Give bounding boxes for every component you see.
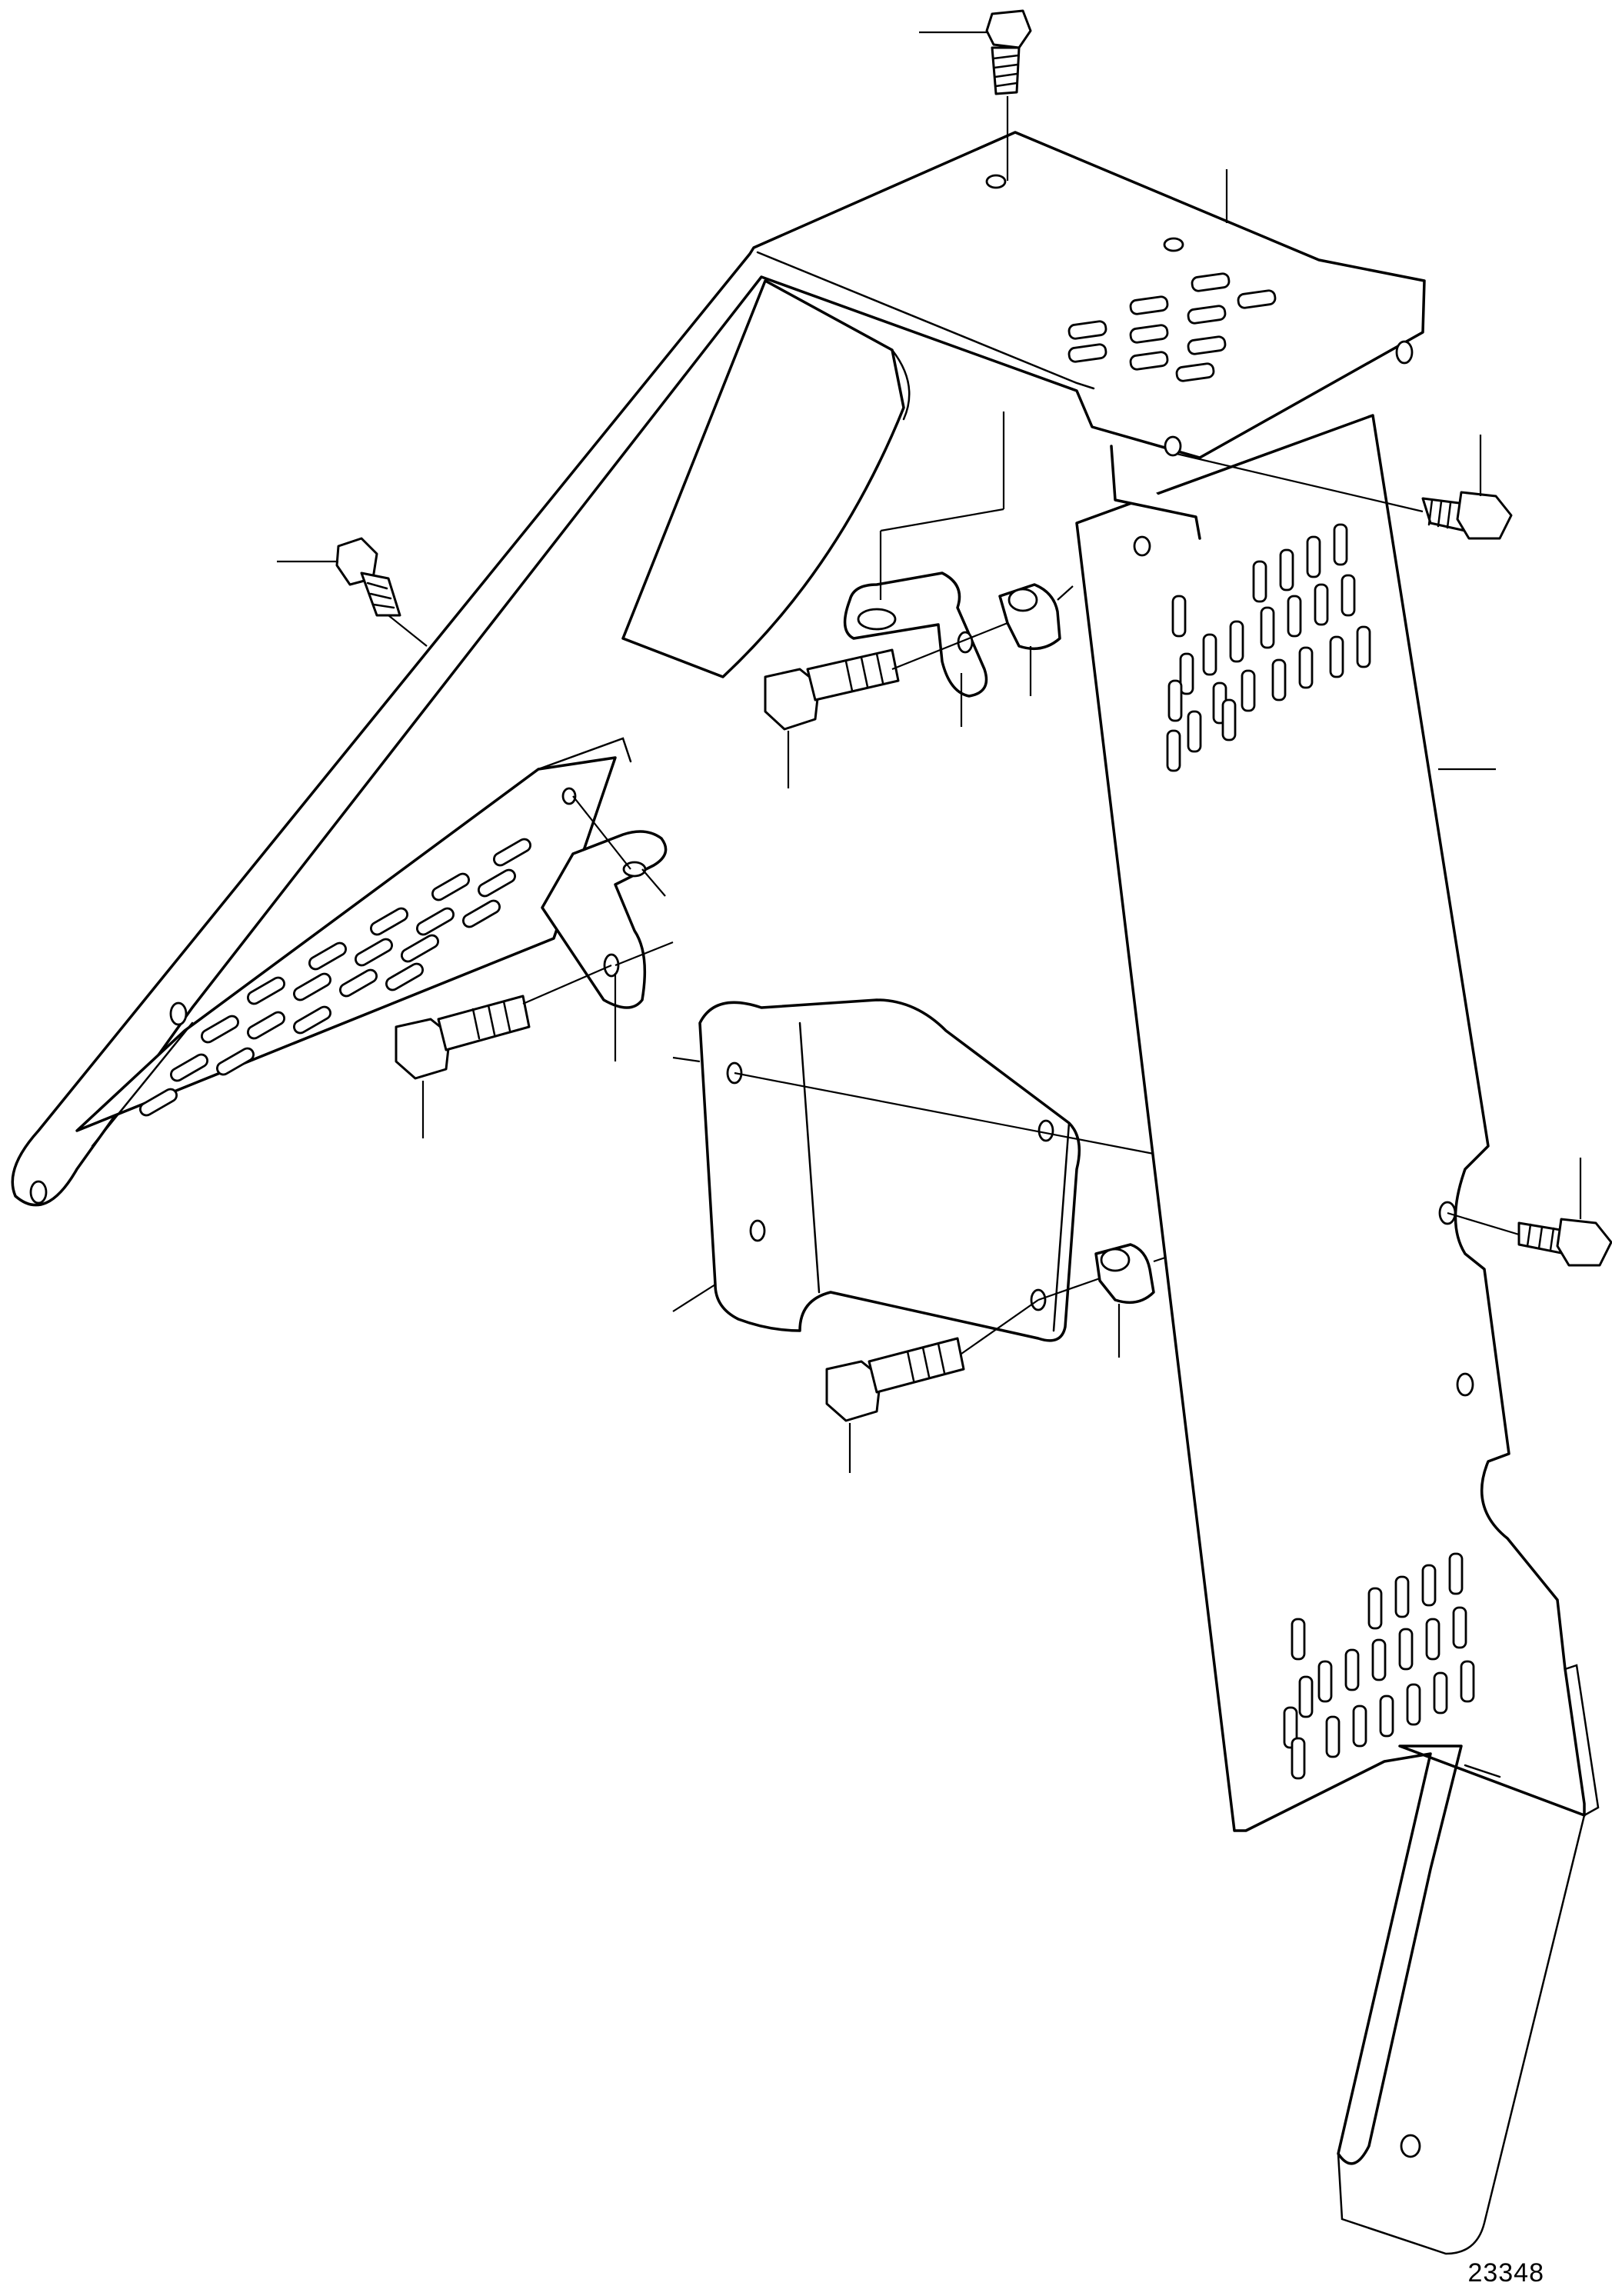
bolt-lower-left bbox=[395, 995, 531, 1080]
angle-bracket-top bbox=[843, 572, 988, 698]
bolt-upper-left bbox=[335, 537, 401, 617]
lower-left-vent-slots bbox=[139, 838, 531, 1117]
upper-vent-slots bbox=[1166, 523, 1371, 772]
leader-lines bbox=[277, 31, 1582, 1473]
bolt-right-upper bbox=[1421, 491, 1513, 540]
bolt-lower-center bbox=[825, 1337, 965, 1422]
mounting-bracket bbox=[698, 998, 1081, 1342]
spacer-upper bbox=[998, 583, 1061, 651]
spacer-lower bbox=[1094, 1243, 1155, 1305]
lower-vent-slots bbox=[1283, 1552, 1475, 1780]
angle-bracket-left bbox=[541, 830, 668, 1009]
top-cover-plate bbox=[11, 131, 1426, 1207]
top-vent-slots bbox=[1067, 272, 1277, 382]
bolt-right-lower bbox=[1517, 1218, 1612, 1267]
side-panel bbox=[1075, 414, 1600, 2255]
figure-number: 23348 bbox=[1467, 2258, 1544, 2288]
bolt-top bbox=[985, 9, 1032, 95]
bolt-center-left bbox=[764, 648, 900, 731]
